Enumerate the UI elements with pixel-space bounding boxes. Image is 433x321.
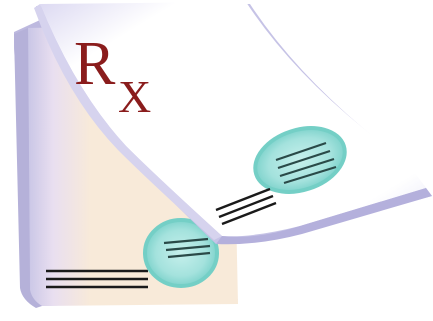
rx-letter-x: X (118, 71, 151, 122)
front-page-lines (215, 187, 277, 226)
seal-icon (253, 126, 347, 194)
seal-icon (143, 218, 219, 288)
rx-symbol: R X (74, 30, 151, 122)
rx-letter-r: R (74, 30, 116, 98)
back-page-lines (46, 269, 148, 289)
